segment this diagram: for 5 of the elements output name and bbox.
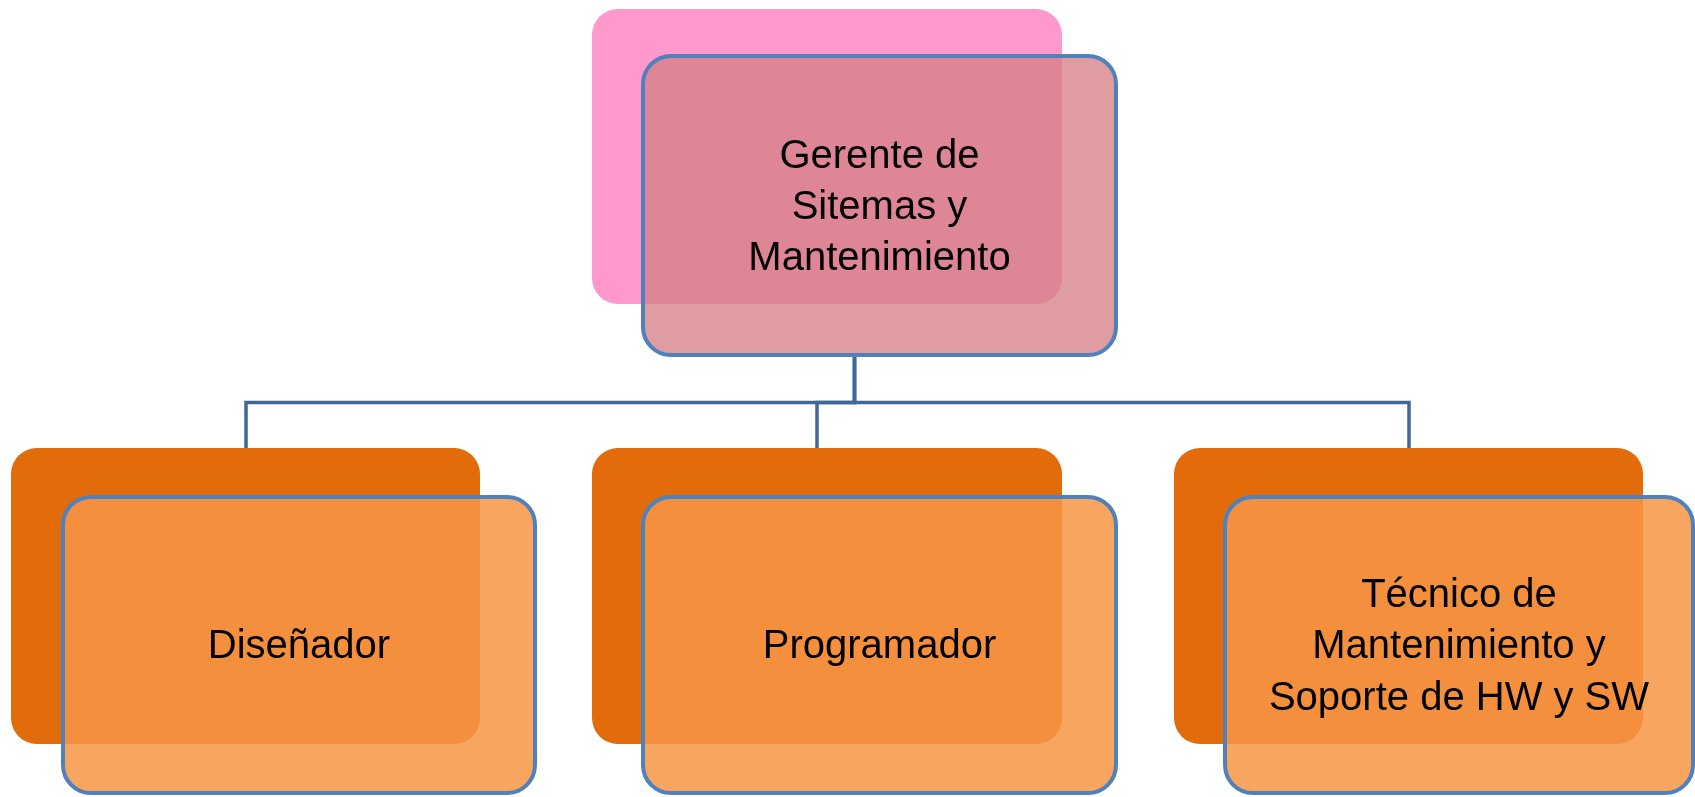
role-title: Diseñador: [207, 621, 391, 669]
connector-line: [852, 357, 1411, 448]
role-title: Técnico de Mantenimiento y Soporte de HW y SW: [1267, 570, 1651, 720]
role-title: Gerente de Sitemas y Mantenimiento: [747, 130, 1012, 281]
role-title: Programador: [762, 621, 997, 669]
